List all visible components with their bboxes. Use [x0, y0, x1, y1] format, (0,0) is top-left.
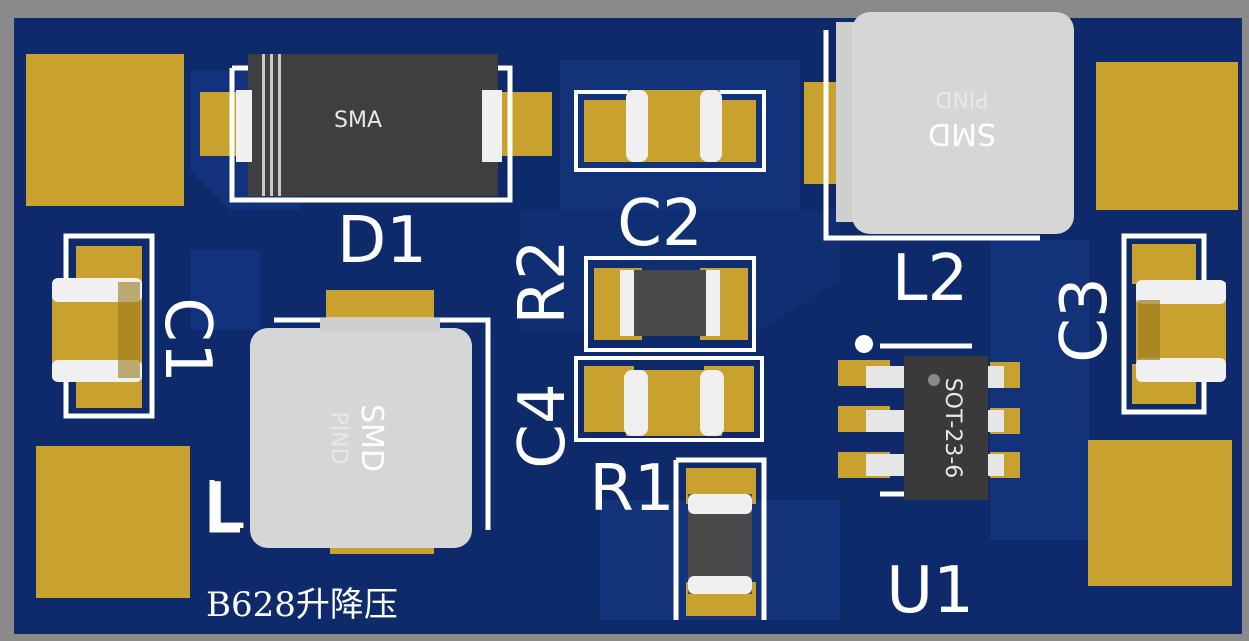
d1-package-label: SMA	[334, 108, 382, 133]
resistor-r1: R1	[589, 452, 767, 620]
capacitor-c4: C4	[506, 356, 764, 469]
c1-ref: C1	[150, 297, 224, 382]
pad-top-right	[1096, 62, 1238, 210]
c3-ref: C3	[1048, 277, 1122, 362]
capacitor-c1: C1	[52, 233, 224, 419]
l-ref: L	[208, 470, 244, 544]
ic-u1: SOT-23-6 U1	[838, 335, 1020, 628]
inductor-l2: SMD PIND L2	[804, 12, 1074, 316]
l2-package-line2: PIND	[935, 86, 988, 111]
pad-bottom-left	[36, 446, 190, 598]
u1-ref: U1	[886, 554, 974, 628]
c2-ref: C2	[617, 187, 702, 261]
l-package-line1: SMD	[354, 404, 389, 472]
l2-package-line1: SMD	[928, 116, 996, 151]
r2-ref: R2	[506, 239, 580, 324]
pad-bottom-right	[1088, 440, 1232, 586]
r1-ref: R1	[589, 452, 674, 526]
capacitor-c2: C2	[574, 90, 766, 261]
capacitor-c3: C3	[1048, 233, 1226, 415]
d1-ref: D1	[337, 204, 427, 278]
board-title: B628升降压	[206, 585, 398, 625]
l-package-line2: PIND	[326, 411, 351, 464]
resistor-r2: R2	[506, 239, 756, 352]
l2-ref: L2	[892, 242, 968, 316]
pad-top-left	[26, 54, 184, 206]
inductor-l: SMD PIND L	[208, 290, 491, 554]
u1-package-label: SOT-23-6	[940, 378, 965, 479]
diode-d1: SMA D1	[200, 54, 552, 278]
c4-ref: C4	[506, 383, 580, 468]
